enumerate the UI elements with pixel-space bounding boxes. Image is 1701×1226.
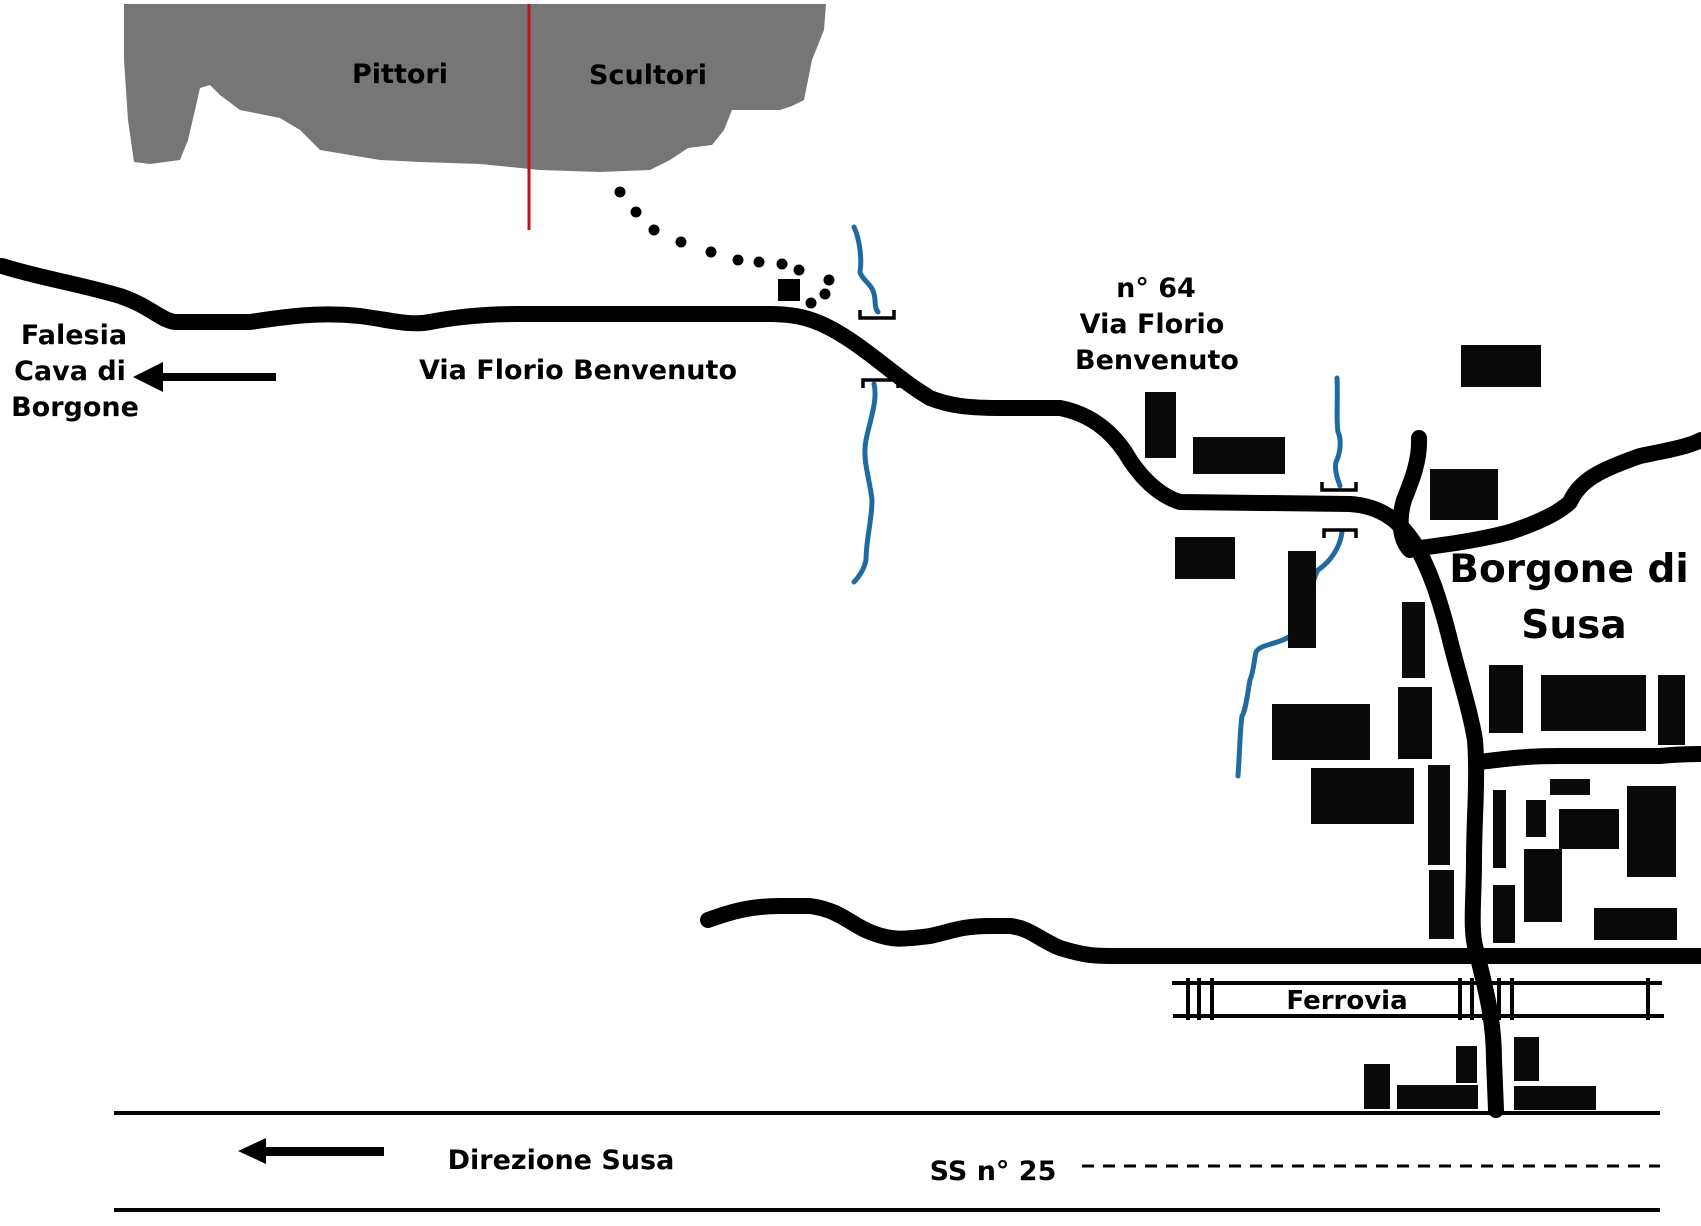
building xyxy=(1524,849,1562,922)
building xyxy=(1364,1064,1390,1109)
bridges xyxy=(858,310,1358,538)
bridge-icon xyxy=(1320,482,1358,492)
trail-dot xyxy=(823,274,835,286)
building xyxy=(1402,602,1425,678)
railway xyxy=(1172,978,1664,1020)
building xyxy=(1428,765,1450,865)
building xyxy=(1311,768,1414,824)
road-lower xyxy=(700,898,1701,964)
building xyxy=(1272,704,1370,760)
address-label-line3: Benvenuto xyxy=(1075,345,1239,376)
bridge-icon xyxy=(1322,528,1358,538)
building xyxy=(1514,1086,1596,1110)
cliff-shape xyxy=(124,4,826,172)
river-west-lower xyxy=(851,381,878,585)
building xyxy=(1461,345,1541,387)
main-road-label: Via Florio Benvenuto xyxy=(419,355,737,386)
highway-label: SS n° 25 xyxy=(930,1156,1057,1187)
building xyxy=(1193,437,1285,474)
building xyxy=(1493,885,1515,943)
trail-dot xyxy=(776,258,788,270)
building xyxy=(1429,870,1454,939)
sector-label-pittori: Pittori xyxy=(352,59,448,90)
trail-dot xyxy=(648,224,660,236)
cliff-area: Pittori Scultori xyxy=(124,4,826,230)
roads xyxy=(0,258,1701,1118)
trail-dot xyxy=(705,246,717,258)
rivers xyxy=(851,224,1345,779)
building xyxy=(1526,800,1546,837)
building xyxy=(1456,1046,1477,1083)
building xyxy=(1430,469,1498,520)
building xyxy=(1175,537,1235,579)
trail-dots xyxy=(614,186,835,309)
arrow-left-icon xyxy=(133,362,276,392)
building xyxy=(1398,687,1432,759)
railway-label: Ferrovia xyxy=(1286,986,1407,1016)
road-town-northeast xyxy=(1412,432,1701,556)
bridge-icon xyxy=(861,378,900,388)
building xyxy=(1288,551,1316,648)
address-label-line2: Via Florio xyxy=(1080,309,1225,340)
river-west-upper xyxy=(851,224,881,315)
road-town-east xyxy=(1472,746,1701,770)
address-label-line1: n° 64 xyxy=(1116,273,1196,304)
building xyxy=(1489,665,1523,733)
trail-dot xyxy=(805,297,817,309)
town-label-line1: Borgone di xyxy=(1449,547,1689,592)
trail-dot xyxy=(793,264,805,276)
road-town-main xyxy=(1408,538,1504,1118)
building xyxy=(1658,675,1685,745)
direction-label: Direzione Susa xyxy=(448,1145,675,1176)
highway-ss25 xyxy=(114,1111,1660,1212)
building xyxy=(1627,786,1676,877)
river-east-upper xyxy=(1333,375,1343,489)
building xyxy=(1397,1085,1478,1109)
falesia-label-line2: Cava di xyxy=(14,356,126,387)
falesia-label-line3: Borgone xyxy=(11,392,139,423)
road-town-north xyxy=(1392,430,1428,558)
trail-dot xyxy=(675,236,687,248)
parking-square-icon xyxy=(778,279,800,301)
trail-dot xyxy=(630,206,642,218)
arrow-left-icon xyxy=(238,1138,384,1164)
trail-dot xyxy=(753,256,765,268)
building xyxy=(1559,809,1619,849)
trail-dot xyxy=(614,186,626,198)
trail-dot xyxy=(819,288,831,300)
trail-dot xyxy=(732,254,744,266)
sector-label-scultori: Scultori xyxy=(589,60,707,91)
river-east-lower xyxy=(1235,529,1345,779)
bridge-icon xyxy=(858,310,896,320)
building xyxy=(1514,1037,1539,1081)
building xyxy=(1550,779,1590,795)
road-via-florio-benvenuto xyxy=(0,258,1424,554)
town-label-line2: Susa xyxy=(1521,603,1626,648)
building xyxy=(1541,675,1646,731)
falesia-label-line1: Falesia xyxy=(21,320,127,351)
building xyxy=(1493,790,1506,868)
building xyxy=(1594,908,1677,940)
buildings xyxy=(1145,345,1685,1110)
building xyxy=(1145,392,1176,458)
